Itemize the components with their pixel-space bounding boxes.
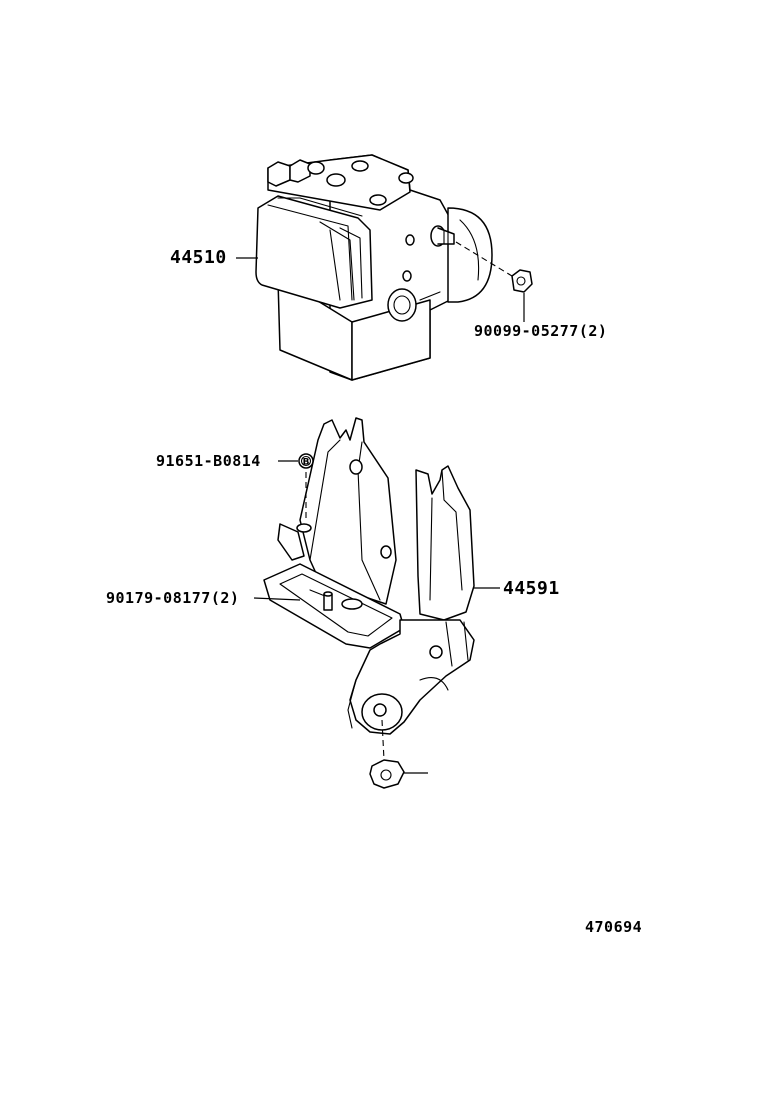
stud-leader-line (253, 597, 301, 601)
label-flange-nut: 90099-05277(2) (474, 322, 608, 340)
label-clip: 91651-B0814 (156, 452, 261, 470)
lower-flange-nut-drawing (369, 759, 405, 789)
label-stud-bolt: 90179-08177(2) (106, 589, 240, 607)
clip-symbol-b: B (298, 453, 314, 469)
lower-nut-alignment-line (381, 719, 385, 761)
clip-symbol-text: B (303, 458, 310, 468)
label-bracket: 44591 (503, 578, 560, 599)
label-abs-actuator: 44510 (170, 247, 227, 268)
bracket-drawing (263, 417, 475, 735)
figure-number: 470694 (585, 918, 643, 936)
flange-nut-drawing (511, 269, 533, 293)
nut-alignment-line (455, 241, 513, 277)
abs-actuator-drawing (255, 154, 493, 381)
